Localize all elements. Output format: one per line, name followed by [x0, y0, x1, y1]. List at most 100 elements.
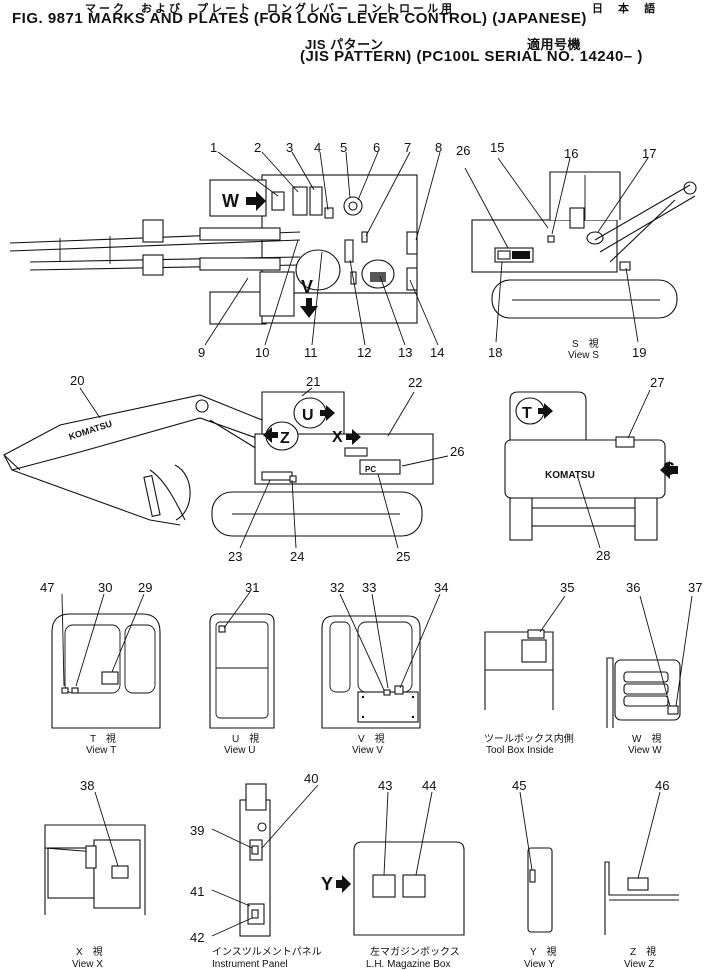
callout-12: 12	[357, 345, 371, 360]
caption-toolbox: Tool Box Inside	[486, 745, 554, 756]
view-u-detail: 31 U 視 View U	[209, 580, 275, 756]
callout-38: 38	[80, 778, 94, 793]
callout-37: 37	[688, 580, 702, 595]
subtitle-japanese-serial: 適用号機	[527, 37, 582, 52]
top-view-machine: W V 1 2 3 4 5 6 7 8 9 10 11 12 13 14	[9, 140, 444, 360]
callout-6: 6	[373, 140, 380, 155]
caption-magbox-jp: 左マガジンボックス	[370, 945, 460, 958]
view-s-machine: 26 15 16 17 18 19 S 視 View S	[456, 140, 697, 361]
view-letter-u: U	[302, 407, 314, 424]
callout-26a: 26	[456, 143, 470, 158]
caption-view-y-jp: Y 視	[530, 945, 557, 958]
callout-1: 1	[210, 140, 217, 155]
pc-plate-text: PC	[365, 465, 376, 474]
callout-11: 11	[304, 345, 318, 360]
figure-subtitle: (JIS PATTERN) (PC100L SERIAL NO. 14240– …	[300, 48, 643, 65]
title-language-japanese: 日 本 語	[592, 3, 662, 15]
brand-label-rear: KOMATSU	[545, 470, 595, 481]
view-letter-y: Y	[321, 874, 333, 894]
view-y-detail: 45 Y 視 View Y	[512, 778, 557, 970]
caption-view-z: View Z	[624, 959, 654, 970]
callout-40: 40	[304, 771, 318, 786]
callout-35: 35	[560, 580, 574, 595]
caption-panel: Instrument Panel	[212, 959, 288, 970]
callout-30: 30	[98, 580, 112, 595]
callout-26: 26	[450, 444, 464, 459]
instrument-panel-detail: 39 40 41 42 インスツルメントパネル Instrument Panel	[190, 771, 322, 970]
callout-9: 9	[198, 345, 205, 360]
caption-view-t: View T	[86, 745, 116, 756]
callout-4: 4	[314, 140, 321, 155]
caption-view-u: View U	[224, 745, 256, 756]
callout-31: 31	[245, 580, 259, 595]
callout-25: 25	[396, 549, 410, 564]
view-letter-t: T	[522, 405, 532, 422]
subtitle-japanese: JIS パターン	[305, 37, 384, 52]
caption-view-x: View X	[72, 959, 103, 970]
callout-29: 29	[138, 580, 152, 595]
caption-view-w: View W	[628, 745, 662, 756]
callout-44: 44	[422, 778, 436, 793]
caption-magbox: L.H. Magazine Box	[366, 959, 451, 970]
callout-45: 45	[512, 778, 526, 793]
view-w-detail: 36 37 W 視 View W	[606, 580, 702, 756]
callout-42: 42	[190, 930, 204, 945]
view-letter-x: X	[332, 429, 343, 446]
callout-32: 32	[330, 580, 344, 595]
callout-10: 10	[255, 345, 269, 360]
callout-17: 17	[642, 146, 656, 161]
callout-39: 39	[190, 823, 204, 838]
view-letter-z: Z	[280, 430, 290, 447]
callout-20: 20	[70, 373, 84, 388]
caption-view-u-jp: U 視	[232, 732, 259, 745]
toolbox-detail: 35 ツールボックス内側 Tool Box Inside	[484, 580, 574, 756]
view-letter-v: V	[301, 277, 313, 297]
callout-24: 24	[290, 549, 304, 564]
callout-43: 43	[378, 778, 392, 793]
callout-3: 3	[286, 140, 293, 155]
caption-toolbox-jp: ツールボックス内側	[484, 732, 574, 745]
view-x-detail: 38 X 視 View X	[44, 778, 146, 970]
view-letter-s: S	[663, 459, 675, 479]
view-z-detail: 46 Z 視 View Z	[604, 778, 679, 970]
caption-view-z-jp: Z 視	[630, 945, 656, 958]
caption-view-x-jp: X 視	[76, 945, 103, 958]
callout-18: 18	[488, 345, 502, 360]
callout-28: 28	[596, 548, 610, 563]
caption-view-y: View Y	[524, 959, 555, 970]
callout-14: 14	[430, 345, 444, 360]
callout-13: 13	[398, 345, 412, 360]
callout-46: 46	[655, 778, 669, 793]
callout-36: 36	[626, 580, 640, 595]
callout-16: 16	[564, 146, 578, 161]
callout-23: 23	[228, 549, 242, 564]
caption-view-t-jp: T 視	[90, 732, 116, 745]
callout-41: 41	[190, 884, 204, 899]
caption-panel-jp: インスツルメントパネル	[212, 946, 322, 958]
callout-33: 33	[362, 580, 376, 595]
magazine-box-detail: Y 43 44 左マガジンボックス L.H. Magazine Box	[321, 778, 465, 970]
callout-21: 21	[306, 374, 320, 389]
caption-view-s-jp: S 視	[572, 337, 599, 350]
callout-2: 2	[254, 140, 261, 155]
side-view-machine: KOMATSU PC U Z X 20 21 22 26 23 24 2	[3, 373, 464, 564]
caption-view-v: View V	[352, 745, 383, 756]
callout-7: 7	[404, 140, 411, 155]
callout-22: 22	[408, 375, 422, 390]
callout-5: 5	[340, 140, 347, 155]
callout-27: 27	[650, 375, 664, 390]
callout-47: 47	[40, 580, 54, 595]
callout-15: 15	[490, 140, 504, 155]
callout-34: 34	[434, 580, 448, 595]
caption-view-v-jp: V 視	[358, 732, 385, 745]
view-t-detail: 47 30 29 T 視 View T	[40, 580, 161, 756]
caption-view-w-jp: W 視	[632, 732, 661, 745]
view-v-detail: 32 33 34 V 視 View V	[321, 580, 448, 756]
figure-title: FIG. 9871 MARKS AND PLATES (FOR LONG LEV…	[12, 10, 587, 27]
callout-8: 8	[435, 140, 442, 155]
caption-view-s: View S	[568, 350, 599, 361]
callout-19: 19	[632, 345, 646, 360]
title-japanese: マーク および プレート ロングレバー コントロール用	[85, 3, 456, 15]
view-letter-w: W	[222, 191, 239, 211]
